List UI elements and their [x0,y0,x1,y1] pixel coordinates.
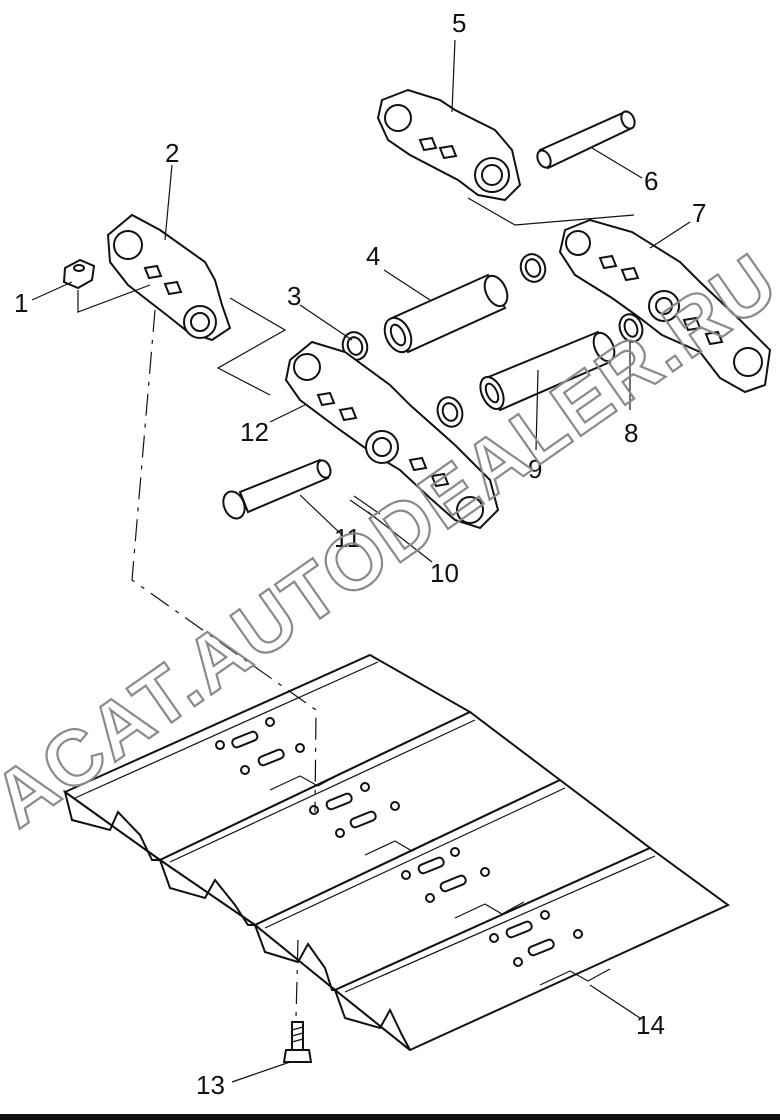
part-13-bolt [282,1021,313,1063]
callout-5: 5 [452,8,466,38]
part-7-track-link [558,218,772,394]
callout-9: 9 [528,454,542,484]
part-2-track-link [106,213,232,342]
callout-3: 3 [287,281,301,311]
part-1-nut [62,258,96,290]
part-seal-upper [519,253,547,283]
callout-7: 7 [692,198,706,228]
callout-12: 12 [240,417,269,447]
callout-1: 1 [14,288,28,318]
part-seal-middle [436,396,464,428]
leader-lines [31,39,691,1083]
callout-14: 14 [636,1010,665,1040]
callout-10: 10 [430,558,459,588]
part-5-track-link [376,88,522,202]
part-9-bushing [479,330,616,412]
callout-2: 2 [165,138,179,168]
callout-4: 4 [366,241,380,271]
part-6-pin [536,110,636,170]
part-11-master-pin [222,458,332,520]
callout-11: 11 [334,523,361,553]
part-3-seal [341,331,369,361]
callout-labels: 1 2 3 4 5 6 7 8 9 10 11 12 13 14 [14,8,706,1100]
part-4-bushing [383,273,509,354]
part-8-seal [618,313,644,343]
part-14-track-shoes [63,653,730,1052]
callout-8: 8 [624,418,638,448]
bottom-border [0,1114,780,1120]
callout-13: 13 [196,1070,225,1100]
part-12-track-link [284,340,500,530]
callout-6: 6 [644,166,658,196]
